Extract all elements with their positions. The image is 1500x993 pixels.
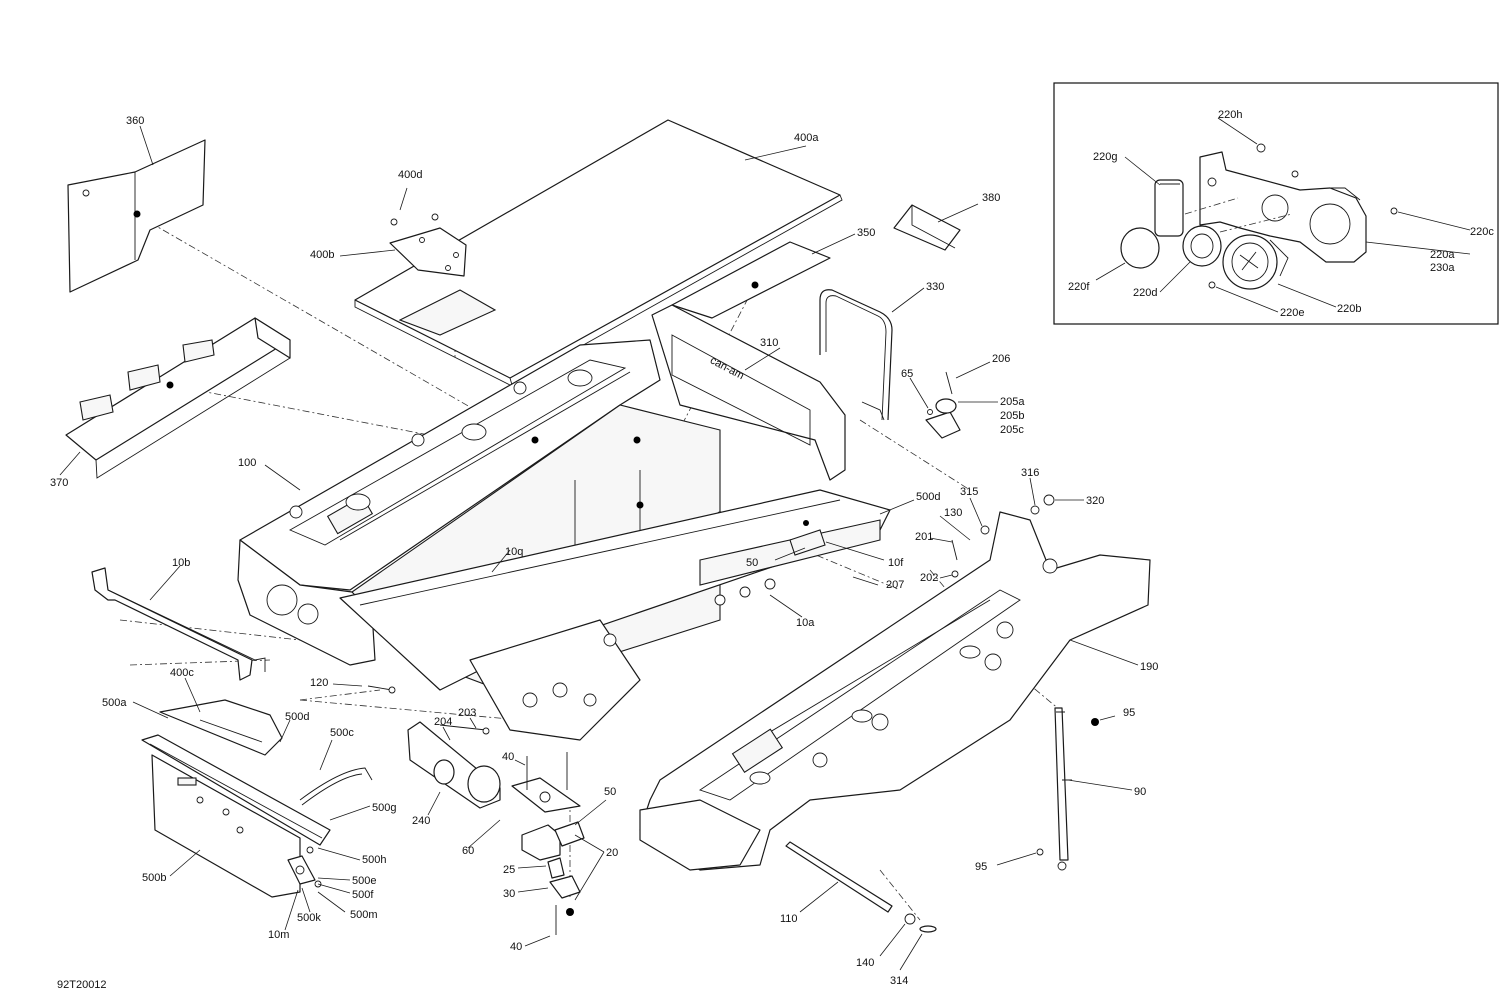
cover-400: 400a 400d 400b [310,119,843,386]
bracket-400b [389,227,467,277]
label-230a: 230a [1430,262,1455,274]
label-370: 370 [50,477,68,489]
label-315: 315 [960,486,978,498]
label-220f: 220f [1068,281,1090,293]
inset-detail: 220h 220g 220c 220a 230a 220f 220d 220e … [1053,82,1499,325]
label-220d: 220d [1133,287,1157,299]
tailgate-500: 400c 500a 500d 500c 500g 500h 500e 500f … [102,667,396,941]
label-500f: 500f [352,889,374,901]
label-310: 310 [760,337,778,349]
label-25: 25 [503,864,515,876]
label-65: 65 [901,368,913,380]
label-500h: 500h [362,854,386,866]
label-500g: 500g [372,802,396,814]
label-380: 380 [982,192,1000,204]
label-10b: 10b [172,557,190,569]
label-50-low: 50 [604,786,616,798]
panel-350: 350 [671,227,875,319]
bolt-120: 120 [310,677,396,694]
label-205b: 205b [1000,410,1024,422]
label-207: 207 [886,579,904,591]
label-10a: 10a [796,617,815,629]
label-314: 314 [890,975,908,987]
label-500m: 500m [350,909,378,921]
bracket-204: 204 203 240 60 40 [407,707,581,857]
label-220e: 220e [1280,307,1304,319]
label-140: 140 [856,957,874,969]
label-500a: 500a [102,697,127,709]
label-205c: 205c [1000,424,1024,436]
label-203: 203 [458,707,476,719]
label-95-right: 95 [1123,707,1135,719]
diagram-code: 92T20012 [57,979,107,991]
label-360: 360 [126,115,144,127]
label-20: 20 [606,847,618,859]
label-220g: 220g [1093,151,1117,163]
label-500k: 500k [297,912,321,924]
cap-220f [1120,227,1160,269]
label-50-top: 50 [746,557,758,569]
label-220c: 220c [1470,226,1494,238]
label-330: 330 [926,281,944,293]
light-220d [1182,225,1222,267]
label-130: 130 [944,507,962,519]
label-220b: 220b [1337,303,1361,315]
crossmember-10a: 500d 10q 50 10f 207 10a [339,489,940,741]
panel-360: 360 [67,115,206,293]
label-10m: 10m [268,929,289,941]
label-120: 120 [310,677,328,689]
hardware-right: 320 316 315 130 201 202 [915,467,1104,584]
label-320: 320 [1086,495,1104,507]
label-500b: 500b [142,872,166,884]
bar-10b: 10b [91,557,266,681]
label-400b: 400b [310,249,334,261]
label-190: 190 [1140,661,1158,673]
lamp-220g [1154,179,1184,237]
tray-370: 370 [50,317,291,489]
label-400a: 400a [794,132,819,144]
label-500d-top: 500d [916,491,940,503]
label-40-top: 40 [502,751,514,763]
strip-380: 380 [893,192,1000,251]
label-204: 204 [434,716,452,728]
inset-frame [1053,82,1499,325]
label-220a: 220a [1430,249,1455,261]
label-240: 240 [412,815,430,827]
label-205a: 205a [1000,396,1025,408]
label-90: 90 [1134,786,1146,798]
label-110: 110 [780,913,798,925]
latch-205: 206 65 205a 205b 205c [901,353,1025,439]
rod-110: 110 140 314 [780,841,937,987]
label-400d: 400d [398,169,422,181]
rail-190: 190 [639,511,1158,871]
label-40-low: 40 [510,941,522,953]
label-220h: 220h [1218,109,1242,121]
label-95-low: 95 [975,861,987,873]
strut-90: 95 90 95 [975,707,1146,873]
label-100: 100 [238,457,256,469]
label-30: 30 [503,888,515,900]
label-350: 350 [857,227,875,239]
clamp-group: 50 20 25 30 40 [503,786,618,953]
label-206: 206 [992,353,1010,365]
handle-330: 330 [819,281,944,421]
label-10f: 10f [888,557,904,569]
label-500d-low: 500d [285,711,309,723]
label-60: 60 [462,845,474,857]
label-500e: 500e [352,875,376,887]
label-10q: 10q [505,546,523,558]
label-202: 202 [920,572,938,584]
label-400c: 400c [170,667,194,679]
label-500c: 500c [330,727,354,739]
label-201: 201 [915,531,933,543]
label-316: 316 [1021,467,1039,479]
